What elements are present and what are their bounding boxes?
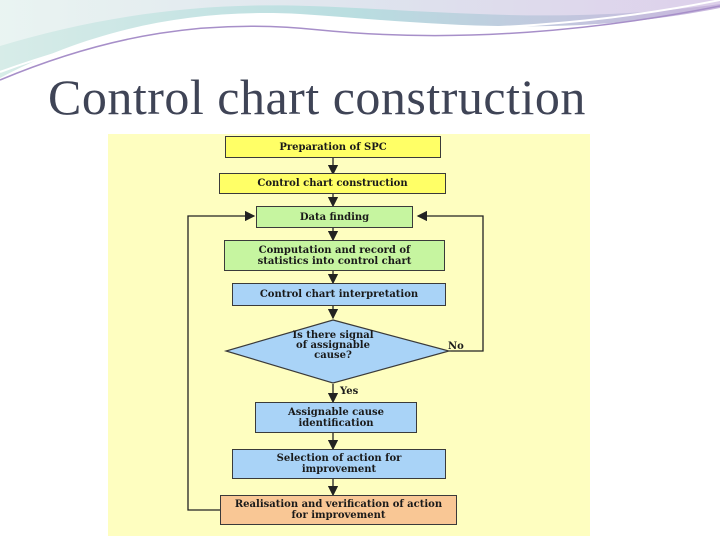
swoosh-line: [0, 5, 720, 81]
header-swoosh: [0, 0, 720, 81]
flowchart-connectors: [187, 158, 484, 511]
flowchart-panel: Preparation of SPC Control chart constru…: [108, 134, 590, 536]
swoosh-line-white: [0, 0, 720, 73]
node-computation: Computation and record of statistics int…: [224, 240, 445, 271]
edge-label-no: No: [448, 341, 464, 352]
node-preparation: Preparation of SPC: [225, 136, 441, 158]
arrow-no-loop: [416, 210, 484, 352]
node-cause-identification: Assignable cause identification: [255, 402, 417, 433]
node-action-selection: Selection of action for improvement: [232, 449, 446, 479]
node-realisation: Realisation and verification of action f…: [220, 495, 457, 525]
edge-label-yes: Yes: [340, 386, 359, 397]
node-interpretation: Control chart interpretation: [232, 283, 446, 306]
node-chart-construction: Control chart construction: [219, 173, 446, 194]
swoosh-band: [0, 0, 720, 78]
arrow-feedback-loop: [187, 210, 256, 511]
decision-text: Is there signal of assignable cause?: [292, 330, 374, 361]
node-data-finding: Data finding: [256, 206, 413, 228]
swoosh-highlight: [0, 0, 720, 46]
decision-diamond: [223, 319, 452, 384]
slide-title: Control chart construction: [48, 69, 586, 125]
